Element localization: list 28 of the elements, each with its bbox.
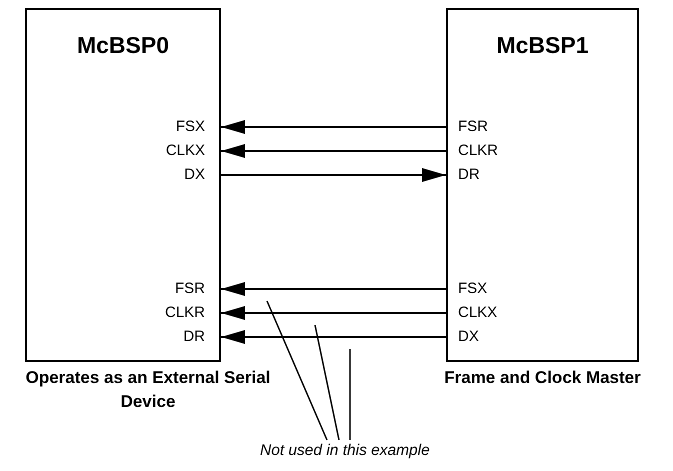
arrow bbox=[221, 144, 446, 158]
signal-label: FSX bbox=[176, 117, 205, 137]
arrow bbox=[221, 306, 446, 320]
block-title: McBSP0 bbox=[76, 32, 170, 59]
arrow bbox=[221, 168, 446, 182]
leader-line bbox=[266, 300, 328, 440]
arrow bbox=[221, 120, 446, 134]
leader-line bbox=[314, 324, 340, 440]
signal-label: FSR bbox=[175, 279, 205, 299]
signal-label: FSR bbox=[458, 117, 488, 137]
signal-label: CLKR bbox=[164, 303, 205, 323]
block-caption: Frame and Clock Master bbox=[443, 367, 642, 389]
block-caption: Operates as an External Serial Device bbox=[25, 367, 271, 413]
arrow bbox=[221, 282, 446, 296]
signal-label: CLKX bbox=[166, 141, 205, 161]
signal-label: DR bbox=[183, 327, 205, 347]
signal-label: DR bbox=[458, 165, 480, 185]
block-title: McBSP1 bbox=[495, 32, 590, 59]
note-text: Not used in this example bbox=[260, 442, 430, 460]
arrow bbox=[221, 330, 446, 344]
signal-label: CLKX bbox=[458, 303, 498, 323]
signal-label: FSX bbox=[458, 279, 488, 299]
signal-label: CLKR bbox=[458, 141, 498, 161]
leader-line bbox=[349, 349, 351, 440]
block-box bbox=[25, 8, 221, 362]
signal-label: DX bbox=[458, 327, 479, 347]
signal-label: DX bbox=[184, 165, 205, 185]
block-box bbox=[446, 8, 639, 362]
